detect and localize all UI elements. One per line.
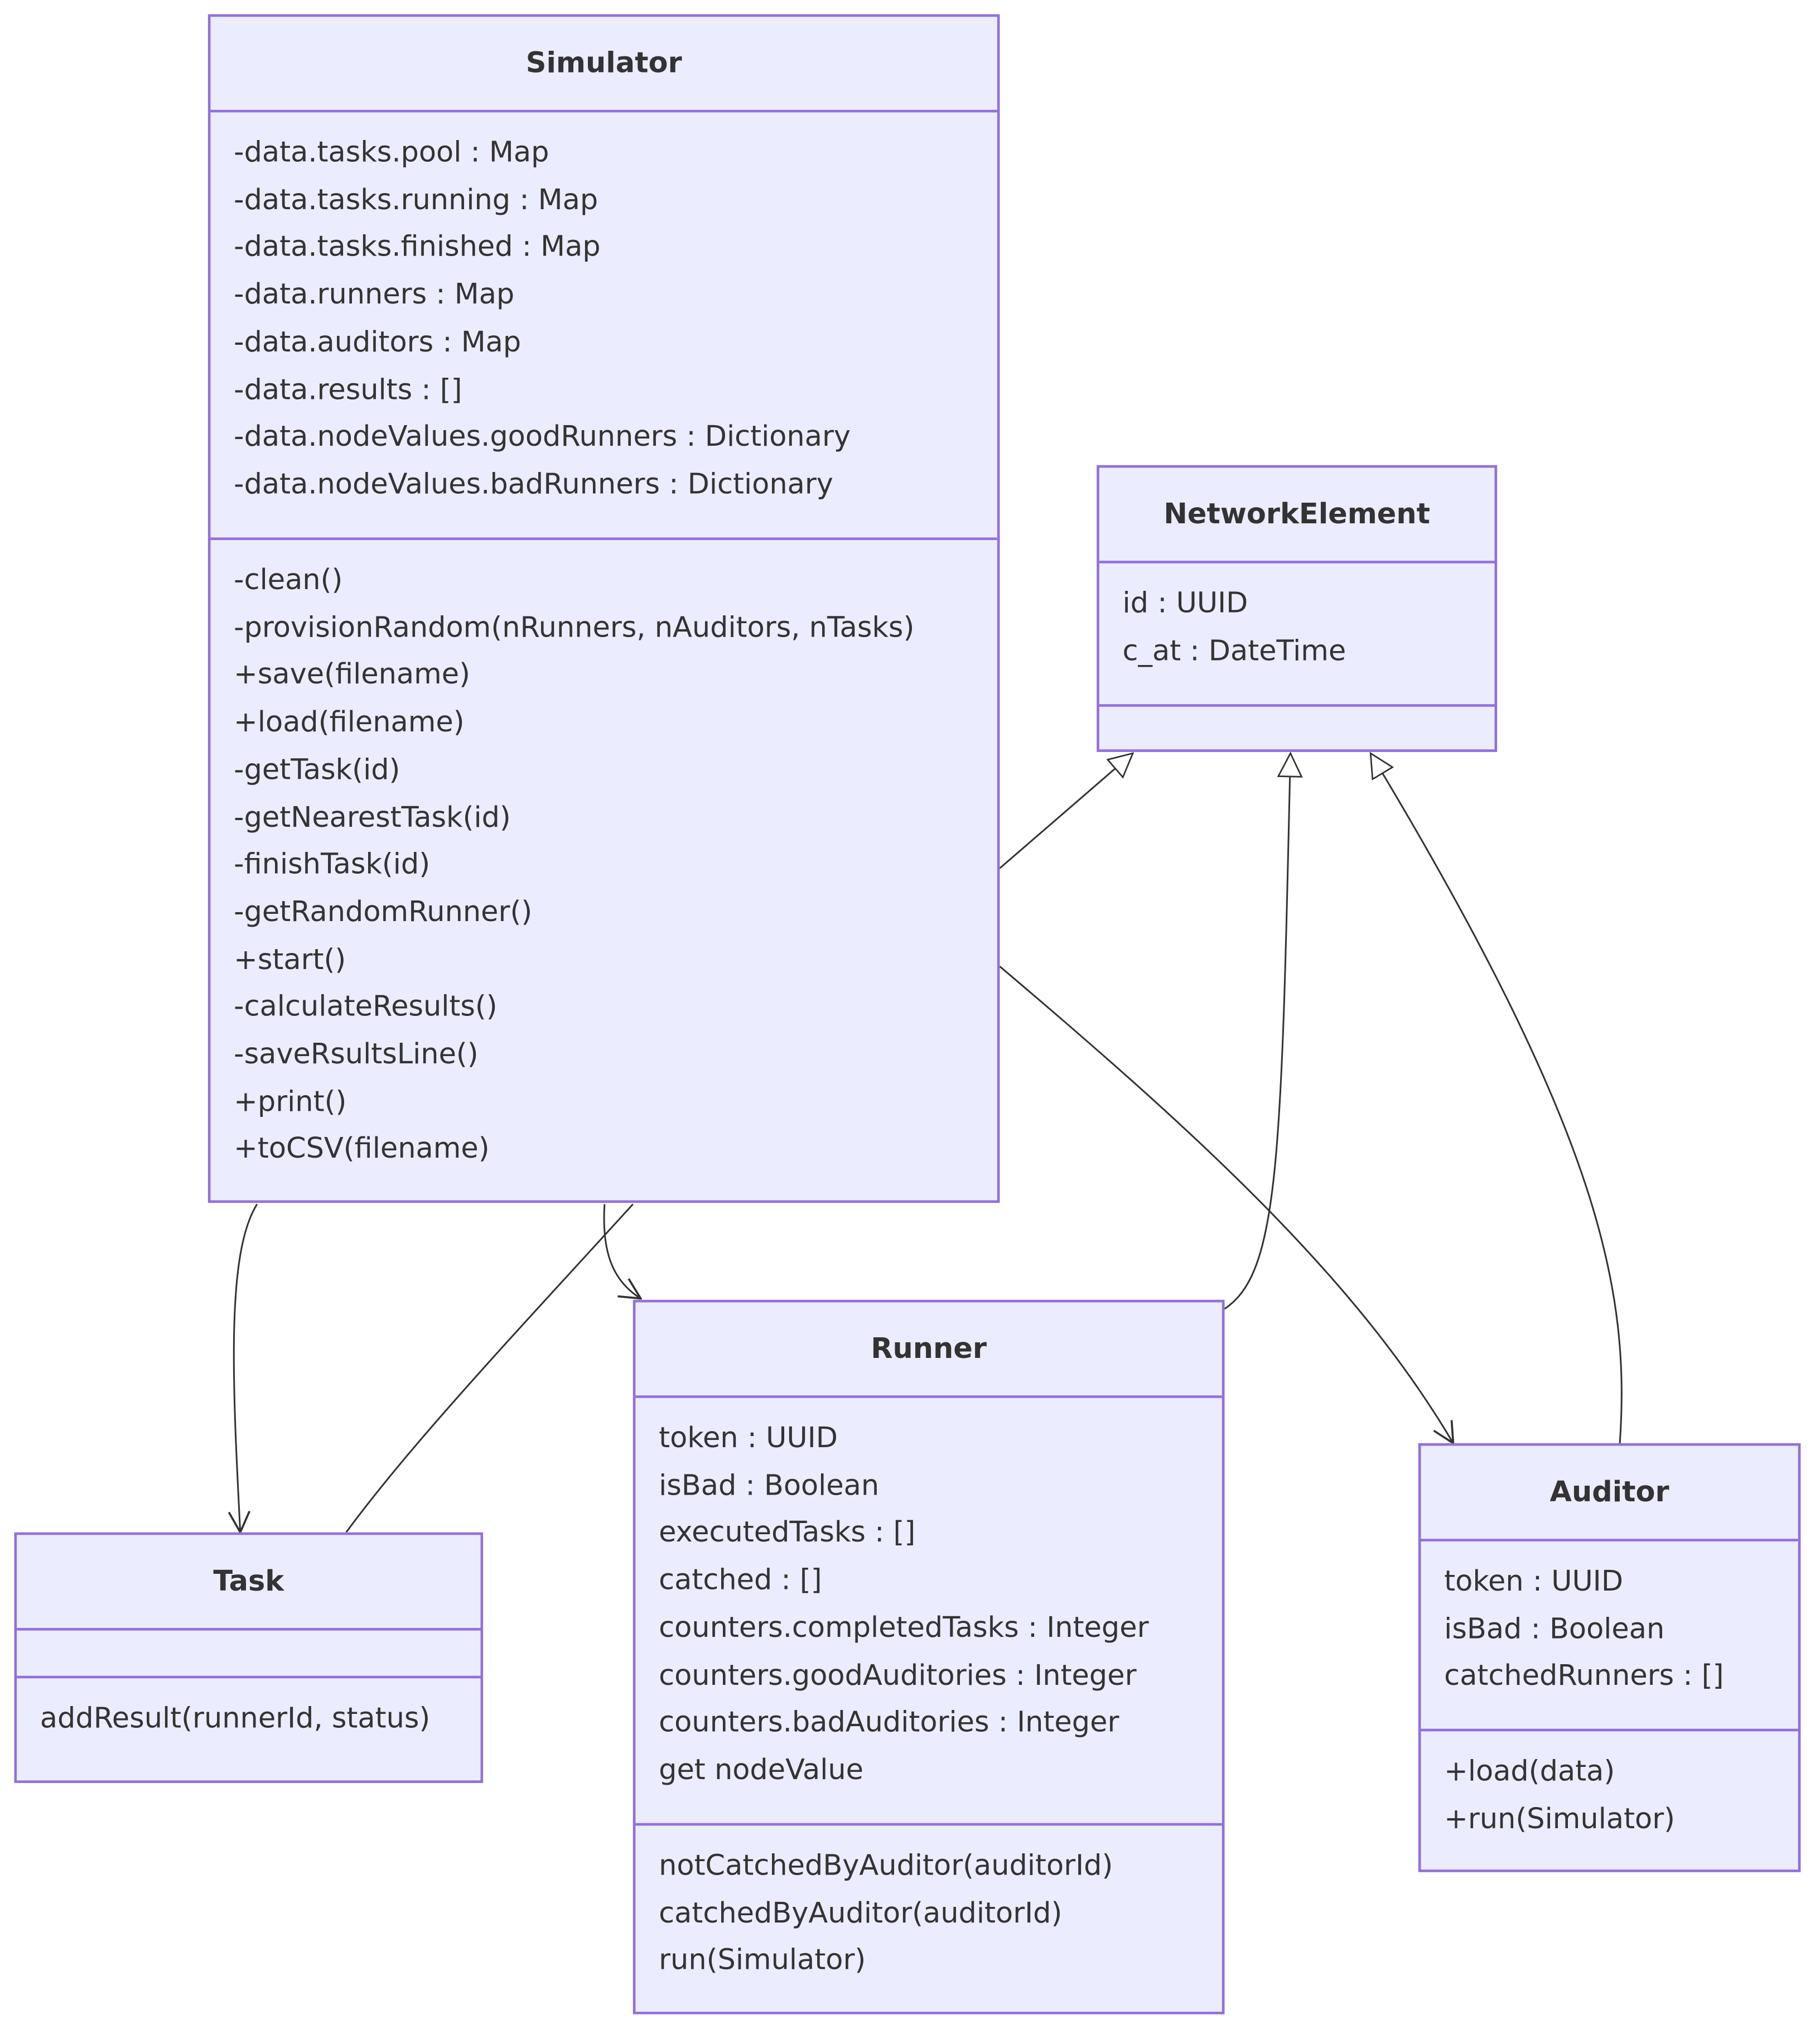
class-network-element-name: NetworkElement: [1099, 468, 1495, 563]
class-auditor: Auditor token : UUID isBad : Boolean cat…: [1418, 1443, 1801, 1872]
method: -saveRsultsLine(): [234, 1039, 479, 1071]
attribute: id : UUID: [1122, 587, 1248, 620]
inheritance-auditor-network-element: [1370, 753, 1623, 1443]
class-auditor-attributes: token : UUID isBad : Boolean catchedRunn…: [1421, 1541, 1798, 1732]
class-auditor-name: Auditor: [1421, 1446, 1798, 1541]
association-simulator-auditor: [999, 966, 1454, 1443]
method: addResult(runnerId, status): [40, 1703, 431, 1736]
class-task-attributes: [17, 1631, 481, 1679]
attribute: get nodeValue: [659, 1754, 864, 1787]
method: -finishTask(id): [234, 849, 431, 881]
attribute: -data.tasks.pool : Map: [234, 137, 549, 170]
attribute: catched : []: [659, 1564, 822, 1597]
method: run(Simulator): [659, 1945, 866, 1978]
method: -clean(): [234, 565, 343, 597]
class-runner-name: Runner: [635, 1302, 1222, 1398]
class-network-element-methods: [1099, 707, 1495, 743]
class-network-element-attributes: id : UUID c_at : DateTime: [1099, 563, 1495, 707]
method: +start(): [234, 944, 346, 976]
attribute: -data.runners : Map: [234, 279, 515, 312]
class-auditor-methods: +load(data) +run(Simulator): [1421, 1731, 1798, 1862]
method: catchedByAuditor(auditorId): [659, 1897, 1063, 1930]
attribute: counters.goodAuditories : Integer: [659, 1659, 1137, 1692]
attribute: counters.completedTasks : Integer: [659, 1612, 1149, 1645]
method: +print(): [234, 1086, 347, 1119]
class-runner: Runner token : UUID isBad : Boolean exec…: [633, 1299, 1225, 2015]
attribute: -data.auditors : Map: [234, 326, 522, 359]
attribute: catchedRunners : []: [1444, 1660, 1724, 1693]
attribute: isBad : Boolean: [659, 1470, 880, 1502]
inheritance-simulator-network-element: [999, 753, 1133, 869]
method: -getNearestTask(id): [234, 802, 511, 834]
attribute: executedTasks : []: [659, 1517, 916, 1550]
association-simulator-task: [234, 1203, 258, 1532]
line-task-simulator: [345, 1203, 634, 1533]
attribute: -data.tasks.running : Map: [234, 184, 598, 217]
method: +run(Simulator): [1444, 1803, 1676, 1836]
method: +toCSV(filename): [234, 1134, 490, 1166]
method: +save(filename): [234, 659, 470, 692]
class-simulator-methods: -clean() -provisionRandom(nRunners, nAud…: [210, 540, 997, 1193]
attribute: token : UUID: [659, 1422, 838, 1455]
method: +load(filename): [234, 707, 465, 739]
attribute: -data.nodeValues.badRunners : Dictionary: [234, 469, 833, 502]
class-network-element: NetworkElement id : UUID c_at : DateTime: [1097, 465, 1498, 752]
class-runner-methods: notCatchedByAuditor(auditorId) catchedBy…: [635, 1825, 1222, 2004]
class-task-name: Task: [17, 1535, 481, 1631]
class-simulator-attributes: -data.tasks.pool : Map -data.tasks.runni…: [210, 112, 997, 541]
method: -getRandomRunner(): [234, 897, 533, 929]
attribute: isBad : Boolean: [1444, 1613, 1665, 1646]
attribute: -data.results : []: [234, 374, 462, 407]
attribute: token : UUID: [1444, 1565, 1624, 1598]
class-task-methods: addResult(runnerId, status): [17, 1678, 480, 1762]
inheritance-runner-network-element: [1224, 753, 1290, 1310]
method: -provisionRandom(nRunners, nAuditors, nT…: [234, 612, 915, 644]
method: +load(data): [1444, 1756, 1615, 1789]
class-simulator-name: Simulator: [210, 17, 997, 113]
class-task: Task addResult(runnerId, status): [14, 1532, 484, 1783]
class-simulator: Simulator -data.tasks.pool : Map -data.t…: [207, 14, 1000, 1203]
attribute: counters.badAuditories : Integer: [659, 1707, 1119, 1740]
class-runner-attributes: token : UUID isBad : Boolean executedTas…: [635, 1398, 1222, 1826]
attribute: -data.tasks.finished : Map: [234, 232, 601, 264]
method: -calculateResults(): [234, 991, 498, 1024]
method: -getTask(id): [234, 754, 400, 787]
attribute: c_at : DateTime: [1122, 635, 1346, 668]
method: notCatchedByAuditor(auditorId): [659, 1850, 1113, 1883]
association-simulator-runner: [603, 1204, 641, 1298]
attribute: -data.nodeValues.goodRunners : Dictionar…: [234, 421, 851, 454]
